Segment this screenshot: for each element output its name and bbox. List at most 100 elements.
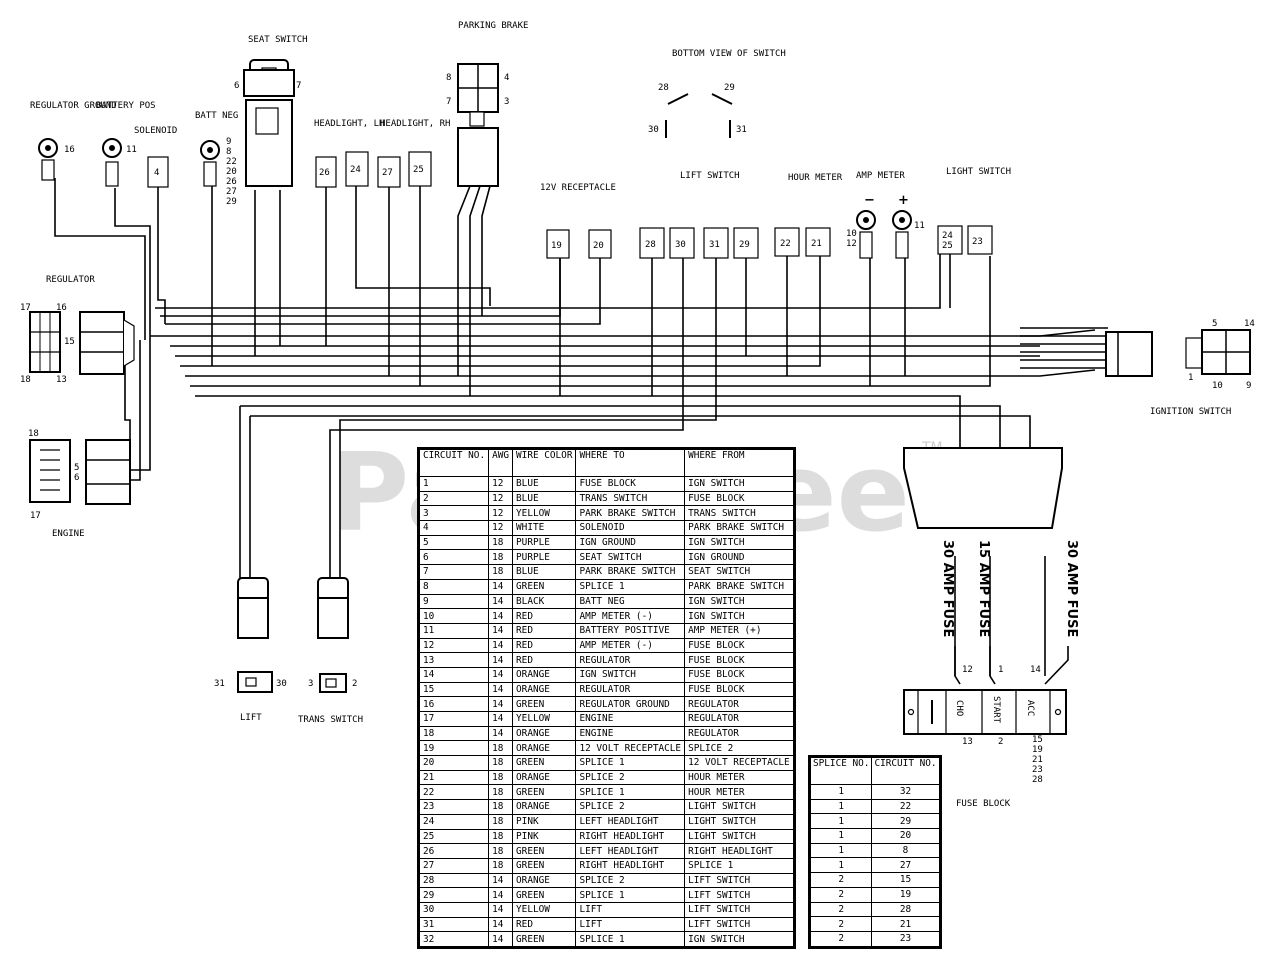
table-cell-to: SEAT SWITCH <box>575 549 686 566</box>
svg-text:30: 30 <box>675 240 686 250</box>
table-cell-to: LIFT <box>575 916 686 933</box>
regulator-label: REGULATOR <box>46 275 95 285</box>
table-cell-from: FUSE BLOCK <box>684 652 794 668</box>
table-cell-to: AMP METER (-) <box>575 608 686 624</box>
table-cell-from: SPLICE 1 <box>684 857 794 874</box>
hour-meter-label: HOUR METER <box>788 173 843 183</box>
table-cell-to: LEFT HEADLIGHT <box>575 843 686 859</box>
svg-text:29: 29 <box>226 197 237 207</box>
table-cell-awg: 12 <box>488 505 514 522</box>
table-cell-color: BLUE <box>512 564 577 580</box>
table-cell-from: LIGHT SWITCH <box>684 799 794 815</box>
table-cell-color: ORANGE <box>512 740 577 757</box>
table-cell-no: 31 <box>418 916 490 933</box>
table-cell-to: ENGINE <box>575 725 686 742</box>
svg-text:5: 5 <box>1212 319 1217 329</box>
table-cell-awg: 14 <box>488 681 514 698</box>
table-cell-no: 16 <box>418 696 490 712</box>
table-cell-awg: 14 <box>488 637 514 654</box>
svg-text:28: 28 <box>645 240 656 250</box>
svg-text:+: + <box>898 193 909 208</box>
table-cell-circuit: 15 <box>871 872 940 888</box>
table-cell-no: 7 <box>418 564 490 580</box>
table-cell-circuit: 32 <box>871 784 940 800</box>
table-cell-from: PARK BRAKE SWITCH <box>684 578 794 595</box>
table-cell-no: 3 <box>418 505 490 522</box>
table-cell-splice: 1 <box>809 842 873 859</box>
svg-text:22: 22 <box>780 239 791 249</box>
table-cell-awg: 12 <box>488 490 514 507</box>
table-cell-color: BLUE <box>512 490 577 507</box>
svg-text:14: 14 <box>1244 319 1255 329</box>
svg-text:15: 15 <box>64 337 75 347</box>
lift-switch-label: LIFT SWITCH <box>680 171 740 181</box>
table-cell-awg: 18 <box>488 828 514 845</box>
table-cell-splice: 2 <box>809 930 873 947</box>
table-cell-no: 1 <box>418 476 490 492</box>
hour-meter: HOUR METER 22 21 <box>774 173 843 257</box>
table-cell-to: BATTERY POSITIVE <box>575 622 686 639</box>
svg-text:5: 5 <box>74 463 79 473</box>
svg-text:18: 18 <box>20 375 31 385</box>
svg-text:23: 23 <box>1032 765 1043 775</box>
table-cell-no: 25 <box>418 828 490 845</box>
table-cell-from: LIGHT SWITCH <box>684 813 794 830</box>
table-cell-to: SPLICE 2 <box>575 872 686 889</box>
table-cell-to: ENGINE <box>575 711 686 727</box>
parking-brake-label: PARKING BRAKE <box>458 21 528 31</box>
svg-text:7: 7 <box>446 97 451 107</box>
bottom-view-of-switch: BOTTOM VIEW OF SWITCH 28 29 30 31 <box>648 49 786 138</box>
table-cell-to: REGULATOR <box>575 681 686 698</box>
svg-text:13: 13 <box>56 375 67 385</box>
table-cell-splice: 1 <box>809 784 873 800</box>
svg-text:16: 16 <box>64 145 75 155</box>
svg-text:8: 8 <box>446 73 451 83</box>
table-cell-from: 12 VOLT RECEPTACLE <box>684 755 794 771</box>
table-cell-circuit: 23 <box>871 930 940 947</box>
svg-text:31: 31 <box>214 679 225 689</box>
table-cell-awg: 14 <box>488 622 514 639</box>
table-cell-from: LIFT SWITCH <box>684 872 794 889</box>
table-cell-awg: 14 <box>488 578 514 595</box>
table-cell-splice: 2 <box>809 901 873 918</box>
engine: 18 17 5 6 ENGINE <box>28 429 131 539</box>
headlight-rh: HEADLIGHT, RH 27 25 <box>377 119 450 188</box>
svg-text:20: 20 <box>593 241 604 251</box>
col-color: WIRE COLOR <box>512 449 577 477</box>
table-cell-awg: 14 <box>488 931 514 947</box>
table-cell-to: AMP METER (-) <box>575 637 686 654</box>
table-cell-color: ORANGE <box>512 681 577 698</box>
lift-switch: LIFT SWITCH 28 30 31 29 <box>639 171 759 259</box>
table-cell-no: 27 <box>418 857 490 874</box>
svg-text:12: 12 <box>846 239 857 249</box>
table-cell-awg: 18 <box>488 755 514 771</box>
svg-text:26: 26 <box>226 177 237 187</box>
svg-text:2: 2 <box>998 737 1003 747</box>
table-cell-color: ORANGE <box>512 872 577 889</box>
svg-text:CHO: CHO <box>954 700 964 716</box>
table-cell-no: 32 <box>418 931 490 947</box>
table-cell-color: RED <box>512 608 577 624</box>
svg-text:10: 10 <box>846 229 857 239</box>
svg-text:17: 17 <box>30 511 41 521</box>
table-cell-from: SPLICE 2 <box>684 740 794 757</box>
table-cell-from: TRANS SWITCH <box>684 505 794 522</box>
table-cell-from: IGN SWITCH <box>684 931 794 947</box>
svg-text:25: 25 <box>942 241 953 251</box>
table-cell-from: LIFT SWITCH <box>684 901 794 918</box>
svg-text:26: 26 <box>319 168 330 178</box>
table-cell-to: SPLICE 2 <box>575 769 686 786</box>
